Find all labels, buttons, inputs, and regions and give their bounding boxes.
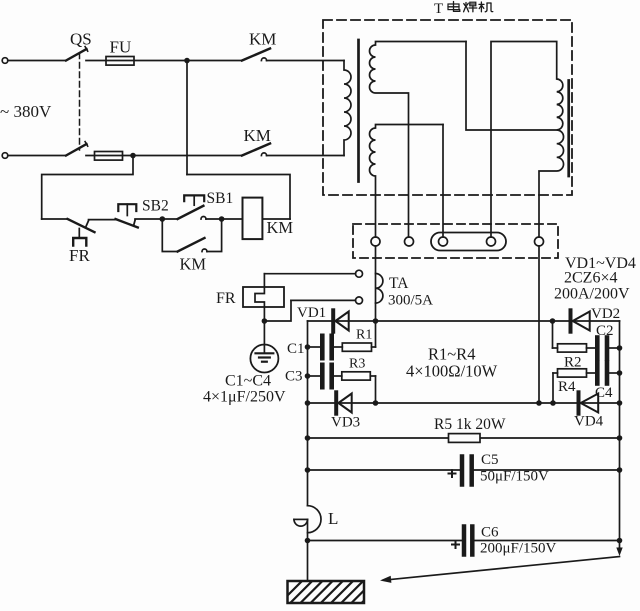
svg-text:C6: C6: [481, 525, 499, 541]
svg-text:C3: C3: [285, 369, 303, 385]
svg-text:KM: KM: [249, 30, 276, 49]
svg-text:R4: R4: [558, 379, 576, 395]
svg-text:R1~R4: R1~R4: [428, 345, 475, 364]
svg-text:50μF/150V: 50μF/150V: [480, 469, 549, 485]
svg-text:FR: FR: [216, 290, 236, 307]
svg-text:C1: C1: [287, 341, 305, 357]
svg-text:TA: TA: [389, 275, 409, 292]
svg-text:~ 380V: ~ 380V: [0, 102, 52, 121]
svg-text:C4: C4: [595, 385, 613, 401]
svg-text:SB1: SB1: [207, 190, 234, 207]
svg-text:KM: KM: [244, 126, 271, 145]
svg-text:200A/200V: 200A/200V: [554, 286, 630, 303]
svg-text:VD2: VD2: [591, 306, 620, 322]
svg-text:KM: KM: [267, 218, 294, 237]
svg-text:L: L: [328, 509, 338, 528]
svg-text:R1: R1: [356, 328, 372, 343]
svg-text:VD1: VD1: [297, 305, 326, 321]
svg-text:VD1~VD4: VD1~VD4: [565, 255, 636, 272]
svg-text:T: T: [434, 1, 443, 17]
svg-text:VD3: VD3: [331, 415, 360, 431]
svg-text:QS: QS: [70, 30, 92, 49]
svg-text:C5: C5: [481, 452, 499, 468]
svg-text:R5 1k 20W: R5 1k 20W: [434, 416, 506, 433]
svg-text:4×1μF/250V: 4×1μF/250V: [203, 389, 286, 406]
svg-text:C1~C4: C1~C4: [225, 373, 271, 390]
svg-text:200μF/150V: 200μF/150V: [480, 541, 557, 557]
svg-text:R2: R2: [564, 355, 582, 371]
svg-text:FU: FU: [110, 38, 132, 57]
svg-text:300/5A: 300/5A: [388, 293, 433, 309]
svg-text:VD4: VD4: [574, 414, 604, 430]
svg-text:FR: FR: [69, 246, 90, 265]
svg-text:4×100Ω/10W: 4×100Ω/10W: [406, 362, 498, 381]
svg-text:2CZ6×4: 2CZ6×4: [564, 270, 617, 287]
svg-text:SB2: SB2: [142, 198, 169, 215]
svg-text:KM: KM: [180, 255, 207, 274]
svg-text:C2: C2: [596, 323, 614, 339]
svg-text:R3: R3: [349, 357, 365, 372]
